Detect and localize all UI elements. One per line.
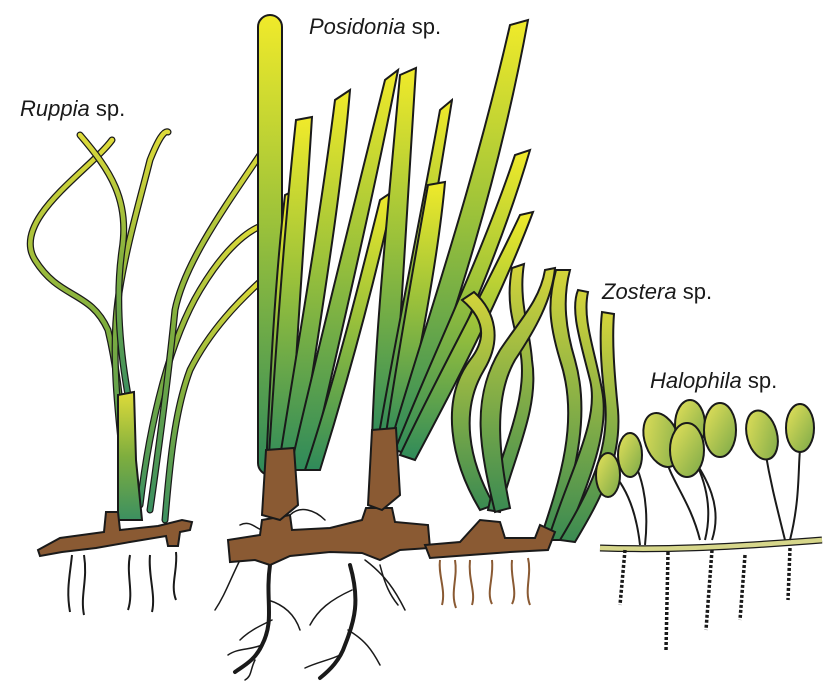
ruppia-suffix: sp. <box>90 96 125 121</box>
zostera-suffix: sp. <box>677 279 712 304</box>
ruppia-genus: Ruppia <box>20 96 90 121</box>
posidonia-label: Posidonia sp. <box>309 16 441 38</box>
halophila-label: Halophila sp. <box>650 370 777 392</box>
halophila-leaves <box>596 400 814 497</box>
posidonia-sheath-right <box>368 428 400 510</box>
halophila-plant <box>596 400 822 650</box>
ruppia-rhizome <box>38 512 192 556</box>
zostera-genus: Zostera <box>602 279 677 304</box>
halophila-suffix: sp. <box>742 368 777 393</box>
zostera-rhizome <box>425 520 555 558</box>
ruppia-leaves <box>30 132 275 520</box>
zostera-leaves <box>452 264 619 542</box>
ruppia-roots <box>68 552 176 615</box>
posidonia-suffix: sp. <box>406 14 441 39</box>
halophila-roots <box>620 548 790 650</box>
zostera-roots <box>440 558 530 608</box>
ruppia-label: Ruppia sp. <box>20 98 125 120</box>
zostera-label: Zostera sp. <box>602 281 712 303</box>
posidonia-sheath-left <box>262 448 298 520</box>
posidonia-rhizome <box>228 508 430 565</box>
halophila-genus: Halophila <box>650 368 742 393</box>
ruppia-sheath <box>118 392 142 520</box>
posidonia-genus: Posidonia <box>309 14 406 39</box>
